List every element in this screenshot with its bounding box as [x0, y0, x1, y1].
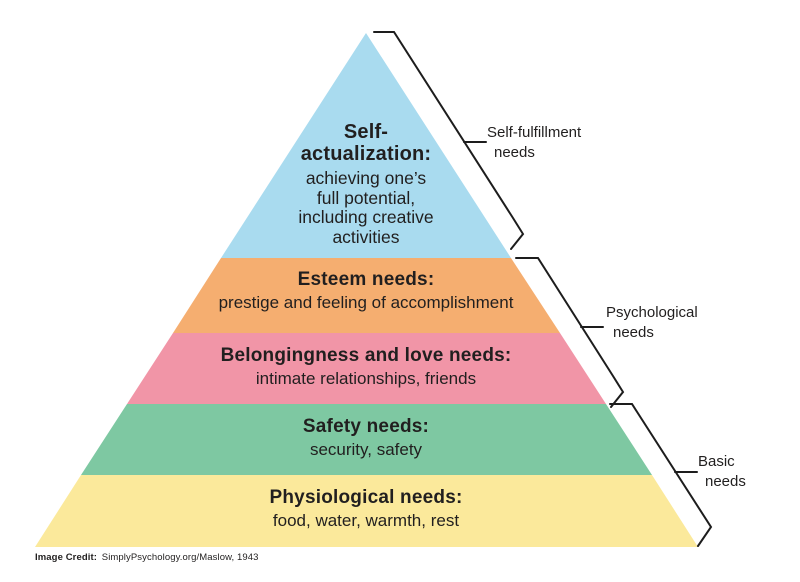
level-text-self-actualization: Self- actualization: achieving one’s ful… [206, 121, 526, 247]
level-desc-line4: activities [332, 226, 400, 247]
bracket-psychological [515, 257, 625, 408]
level-description: prestige and feeling of accomplishment [218, 293, 514, 312]
level-desc-line3: including creative [298, 207, 434, 227]
group-label-self-fulfillment-needs: Self-fulfillment needs [487, 123, 581, 162]
group-label-line1: Psychological [606, 304, 698, 321]
level-shape-safety [81, 404, 652, 475]
level-title: Physiological needs: [269, 487, 463, 508]
group-label-line2: needs [613, 323, 654, 341]
level-description: intimate relationships, friends [255, 369, 477, 388]
level-desc-line2: full potential, [316, 187, 416, 208]
group-label-line2: needs [705, 472, 746, 490]
group-label-psychological-needs: Psychological needs [606, 303, 698, 342]
image-credit-label: Image Credit: [35, 552, 98, 563]
bracket-basic [609, 403, 713, 547]
level-title-line1: Self- [343, 121, 389, 143]
level-shape-physiological [35, 475, 698, 547]
level-text-esteem: Esteem needs: prestige and feeling of ac… [116, 268, 616, 313]
level-shape-esteem [173, 258, 560, 333]
level-title: Safety needs: [302, 416, 430, 437]
level-text-belongingness: Belongingness and love needs: intimate r… [116, 344, 616, 389]
image-credit-source: SimplyPsychology.org/Maslow, 1943 [101, 552, 259, 563]
level-desc-line1: achieving one’s [305, 168, 427, 188]
level-text-safety: Safety needs: security, safety [116, 415, 616, 460]
level-shape-self-actualization [221, 33, 511, 258]
group-label-line2: needs [494, 143, 535, 161]
group-label-line1: Self-fulfillment [487, 124, 582, 141]
image-credit: Image Credit: SimplyPsychology.org/Maslo… [35, 552, 259, 563]
group-label-basic-needs: Basic needs [698, 452, 746, 491]
level-description: achieving one’s full potential, includin… [206, 168, 526, 247]
level-title: Belongingness and love needs: [220, 345, 512, 366]
level-title: Esteem needs: [297, 269, 435, 290]
level-title: Self- actualization: [206, 121, 526, 165]
level-shape-belongingness [127, 333, 606, 404]
level-description: food, water, warmth, rest [272, 511, 460, 530]
bracket-self-fulfillment [373, 31, 525, 250]
level-title-line2: actualization: [300, 143, 432, 165]
group-label-line1: Basic [698, 453, 735, 470]
level-text-physiological: Physiological needs: food, water, warmth… [116, 486, 616, 531]
level-description: security, safety [309, 440, 423, 459]
